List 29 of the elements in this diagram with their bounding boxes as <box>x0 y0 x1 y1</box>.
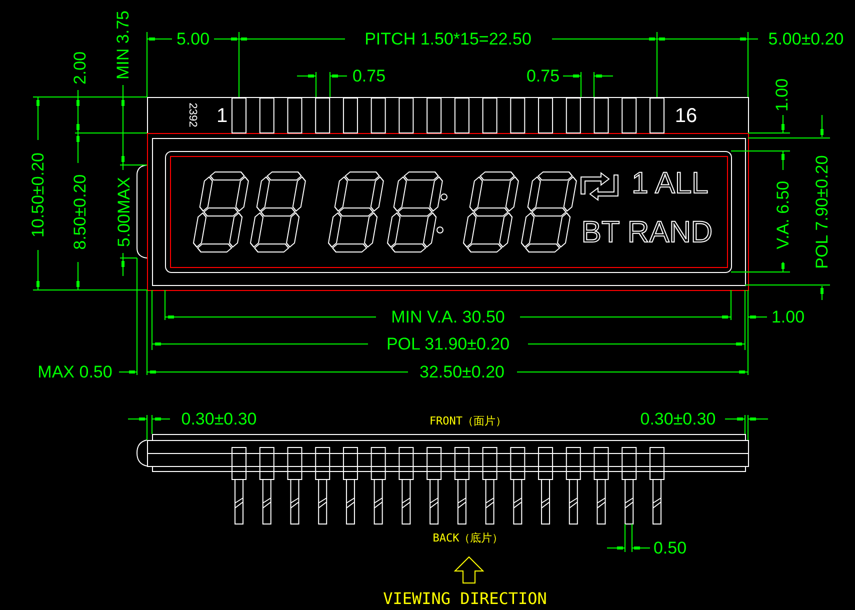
dimension-label: 0.75 <box>526 68 560 84</box>
dimension-label: 10.50±0.20 <box>30 152 46 238</box>
dimension-label: 2.00 <box>72 51 88 85</box>
dimension-label: 0.30±0.30 <box>181 410 257 428</box>
dimension-label: MAX 0.50 <box>38 364 112 380</box>
view-label: FRONT（面片） <box>429 416 507 426</box>
dimension-label: V.A. 6.50 <box>774 180 792 250</box>
dimension-label: 0.75 <box>352 68 386 84</box>
segment-label: BT RAND <box>581 218 713 248</box>
pin-number: 16 <box>674 106 698 126</box>
dimension-label: POL 7.90±0.20 <box>814 155 830 269</box>
direction-label: VIEWING DIRECTION <box>383 591 547 607</box>
date-code: 2392 <box>186 102 198 128</box>
dimension-label: 0.30±0.30 <box>640 410 716 428</box>
dimension-label: 0.50 <box>653 540 687 556</box>
dimension-label: 5.00MAX <box>116 177 132 247</box>
dimension-label: 5.00 <box>176 30 210 48</box>
dimension-label: 1.00 <box>771 308 805 326</box>
dimension-label: MIN V.A. 30.50 <box>391 308 505 326</box>
segment-label: 1 ALL <box>632 169 708 199</box>
view-label: BACK（底片） <box>432 532 504 544</box>
dimension-label: MIN 3.75 <box>114 10 132 80</box>
dimension-label: 1.00 <box>774 78 790 112</box>
dimension-label: PITCH 1.50*15=22.50 <box>364 30 532 48</box>
dimension-label: POL 31.90±0.20 <box>386 336 510 352</box>
dimension-label: 32.50±0.20 <box>420 364 504 380</box>
pin-number: 1 <box>216 106 228 126</box>
dimension-label: 5.00±0.20 <box>768 30 844 48</box>
dimension-label: 8.50±0.20 <box>72 174 88 250</box>
